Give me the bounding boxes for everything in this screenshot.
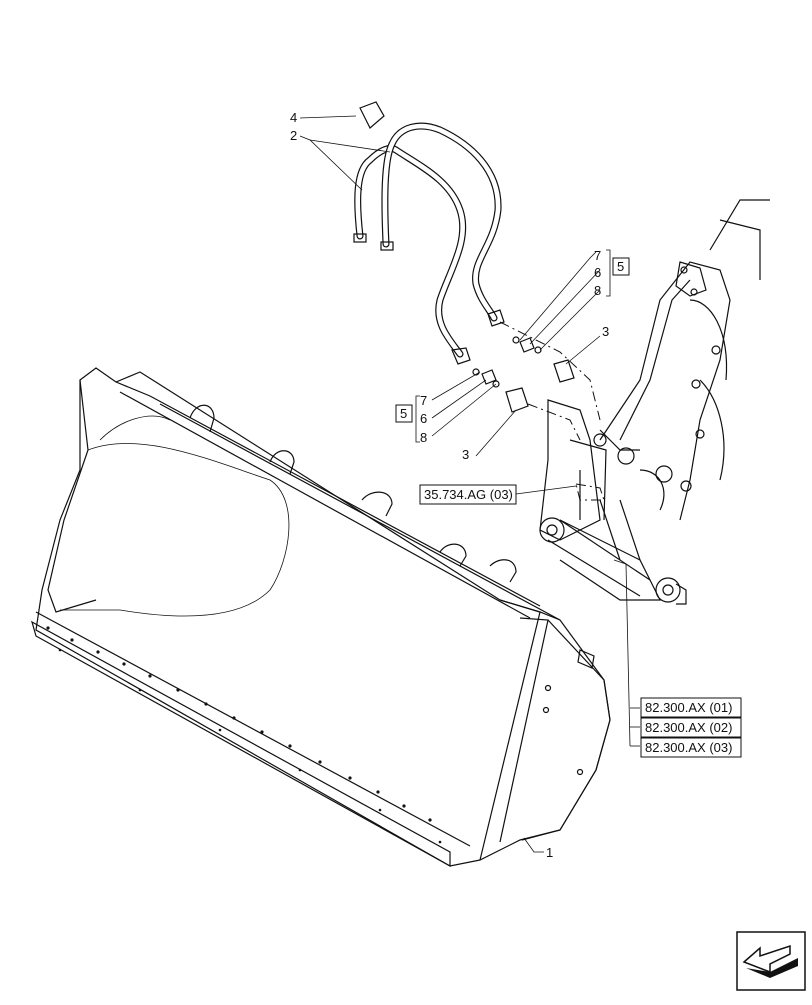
callout-6-lower: 6 [420,411,427,426]
callout-2: 2 [290,128,297,143]
cutting-edge-bolts [46,626,442,844]
callout-7-upper: 7 [594,248,601,263]
callout-7-lower: 7 [420,393,427,408]
callout-1: 1 [546,845,553,860]
reference-label: 35.734.AG (03) [424,487,513,502]
callout-3-upper: 3 [602,324,609,339]
hose-tag [359,101,385,129]
coupling-set-upper [499,321,601,421]
callout-3-lower: 3 [462,447,469,462]
leader-lines [299,115,640,853]
reference-link-82-300-ax-02[interactable]: 82.300.AX (02) [640,717,742,738]
reference-link-82-300-ax-01[interactable]: 82.300.AX (01) [640,697,742,718]
callout-6-upper: 6 [594,265,601,280]
callout-8-upper: 8 [594,283,601,298]
callout-4: 4 [290,110,297,125]
reference-link-82-300-ax-03[interactable]: 82.300.AX (03) [640,737,742,758]
reference-label: 82.300.AX (03) [645,740,732,755]
callout-8-lower: 8 [420,430,427,445]
callout-5-upper: 5 [617,259,624,274]
reference-link-35-734-ag-03[interactable]: 35.734.AG (03) [419,484,517,505]
reference-label: 82.300.AX (01) [645,700,732,715]
bucket [31,367,611,868]
callout-5-lower: 5 [400,406,407,421]
loader-arm-assembly [539,199,770,605]
coupling-set-lower [472,368,581,441]
reference-label: 82.300.AX (02) [645,720,732,735]
callout-box-5-lower [395,404,413,423]
hydraulic-hoses [353,122,505,365]
arrow-back-icon[interactable] [736,931,806,991]
callout-box-5-upper [612,257,630,276]
